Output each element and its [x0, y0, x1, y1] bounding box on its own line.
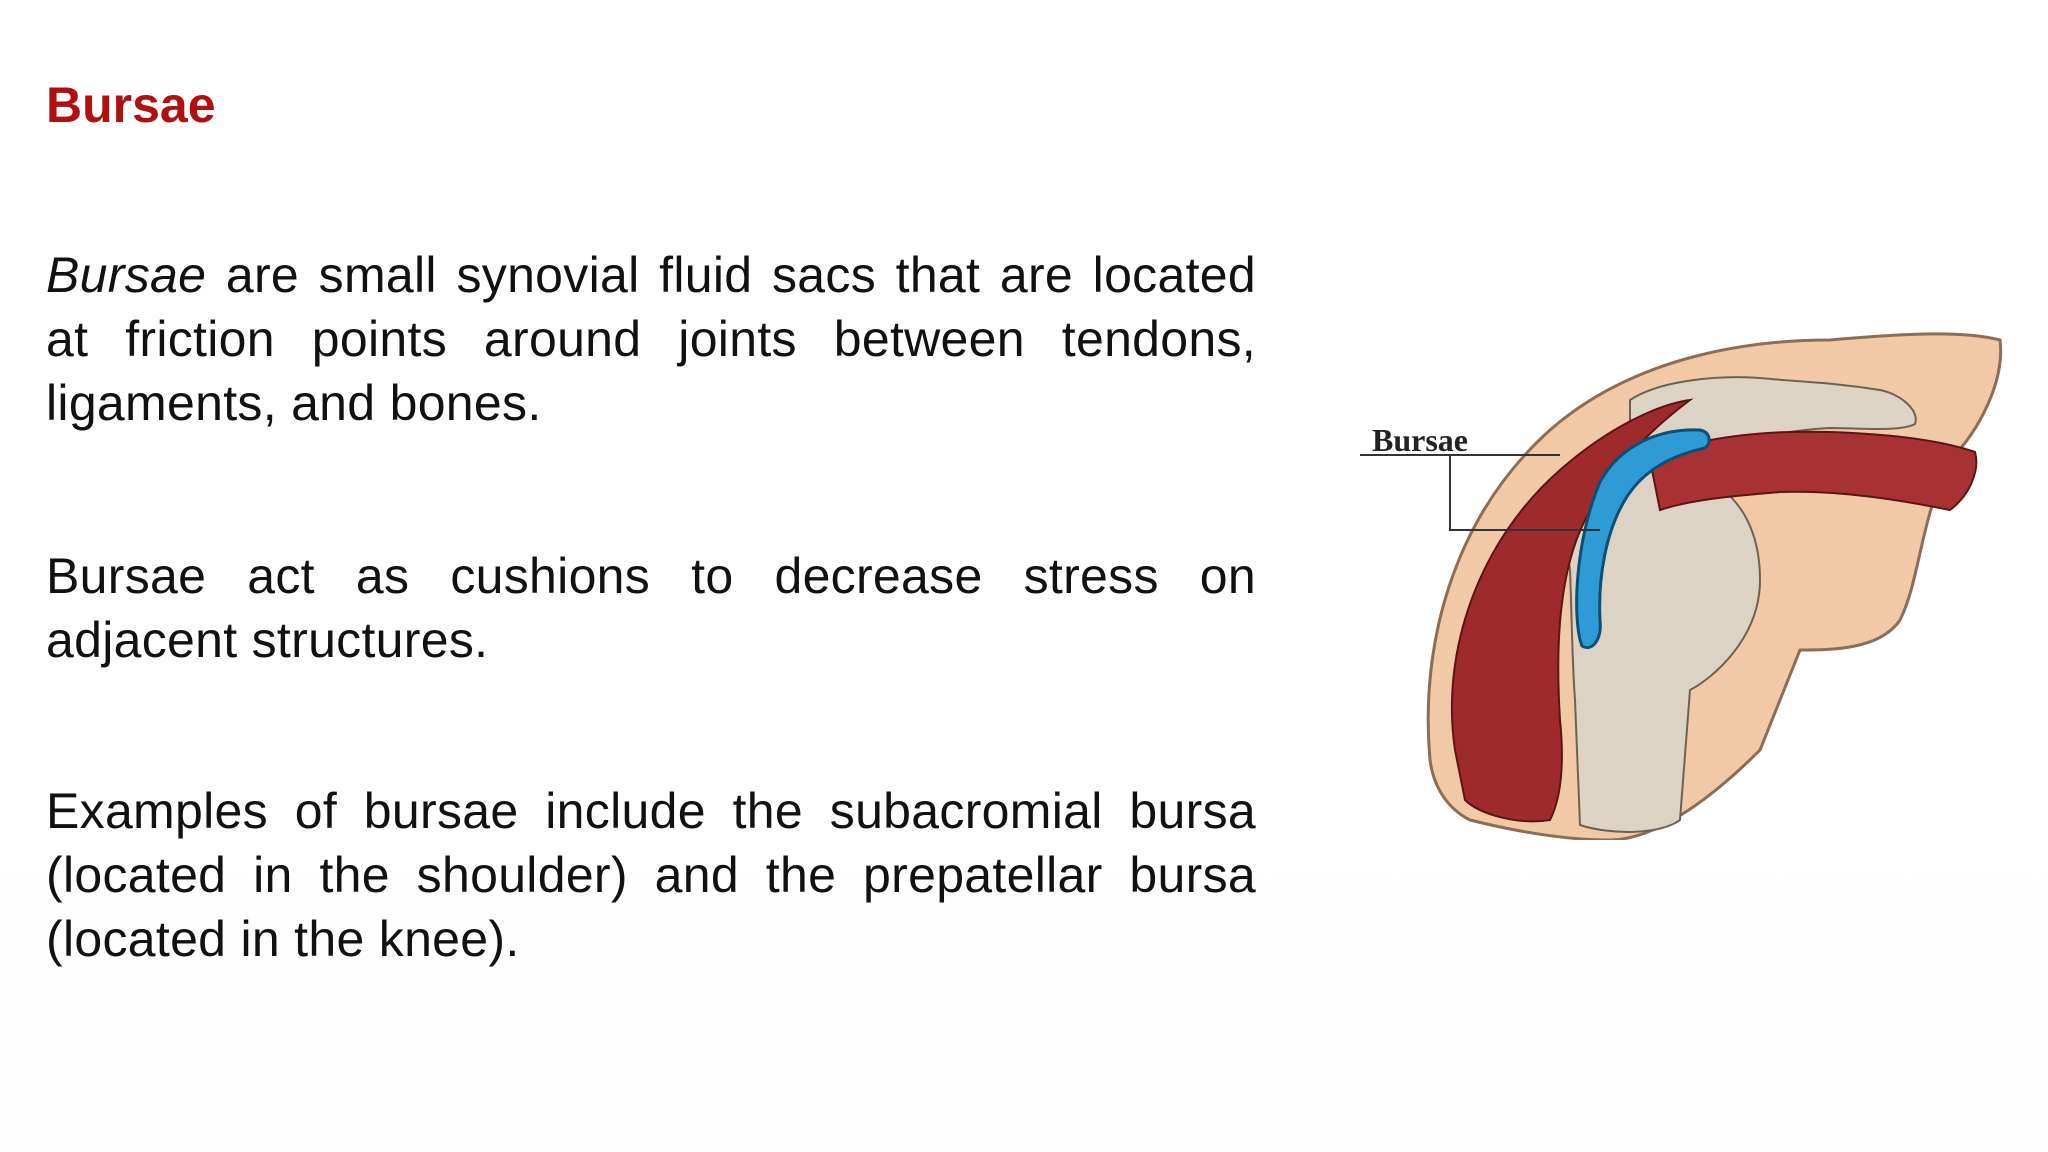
shoulder-bursae-illustration: Bursae	[1360, 320, 2020, 840]
shoulder-anatomy-drawing	[1360, 332, 2003, 840]
paragraph-definition: Bursae are small synovial fluid sacs tha…	[46, 243, 1256, 435]
supraspinatus-muscle-shape	[1648, 430, 1978, 512]
paragraph-definition-emphasis: Bursae	[46, 247, 207, 303]
subacromial-bursa-shape	[1575, 428, 1711, 649]
paragraph-function: Bursae act as cushions to decrease stres…	[46, 548, 1256, 668]
paragraph-examples: Examples of bursae include the subacromi…	[46, 783, 1256, 967]
bursae-figure-label: Bursae	[1372, 422, 1468, 458]
slide-title: Bursae	[46, 77, 216, 133]
paragraph-definition-text: are small synovial fluid sacs that are l…	[46, 247, 1256, 431]
